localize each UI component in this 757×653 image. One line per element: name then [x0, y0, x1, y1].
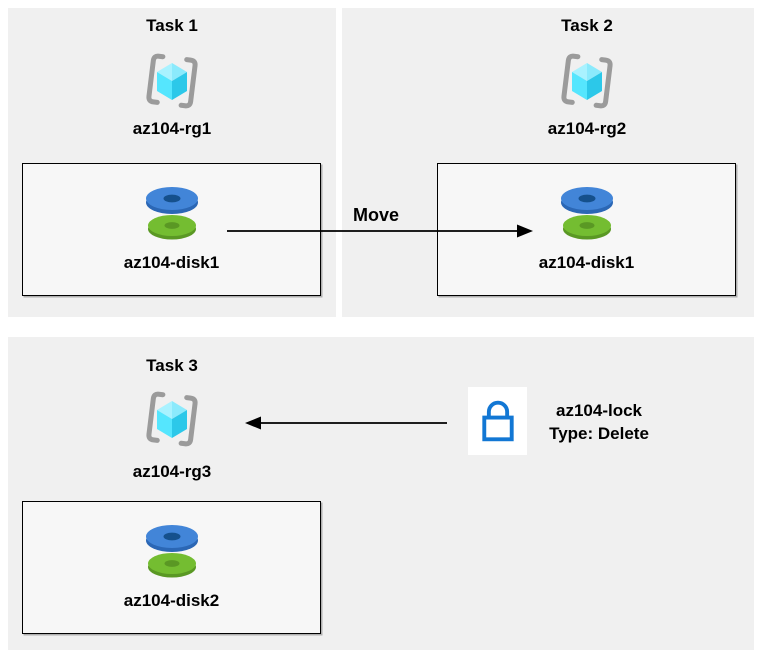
resource-group-label: az104-rg3 [132, 462, 212, 481]
lock-type-label: Type: Delete [549, 424, 649, 443]
task1-panel: Task 1 az104-rg1 [8, 8, 336, 317]
task2-panel: Task 2 az104-rg2 [342, 8, 754, 317]
resource-group-icon [143, 52, 201, 115]
resource-group-label: az104-rg1 [132, 119, 212, 138]
disk-icon [558, 186, 616, 246]
task2-title: Task 2 [561, 16, 613, 35]
disk-label: az104-disk1 [538, 252, 635, 272]
resource-group-icon [143, 390, 201, 453]
disk-box: az104-disk1 [22, 163, 321, 296]
resource-group-label: az104-rg2 [547, 119, 627, 138]
move-arrow-label: Move [352, 205, 399, 225]
disk-label: az104-disk2 [123, 590, 220, 610]
disk-box: az104-disk1 [437, 163, 736, 296]
task3-title: Task 3 [146, 356, 198, 375]
task1-title: Task 1 [146, 16, 198, 35]
disk-icon [143, 186, 201, 246]
lock-icon [468, 387, 527, 455]
task3-panel: Task 3 az104-rg3 [8, 337, 754, 650]
disk-label: az104-disk1 [123, 252, 220, 272]
lock-name-label: az104-lock [556, 401, 642, 420]
resource-group-icon [558, 52, 616, 115]
disk-icon [143, 524, 201, 584]
lock-caption: az104-lock Type: Delete [520, 399, 678, 445]
disk-box: az104-disk2 [22, 501, 321, 634]
